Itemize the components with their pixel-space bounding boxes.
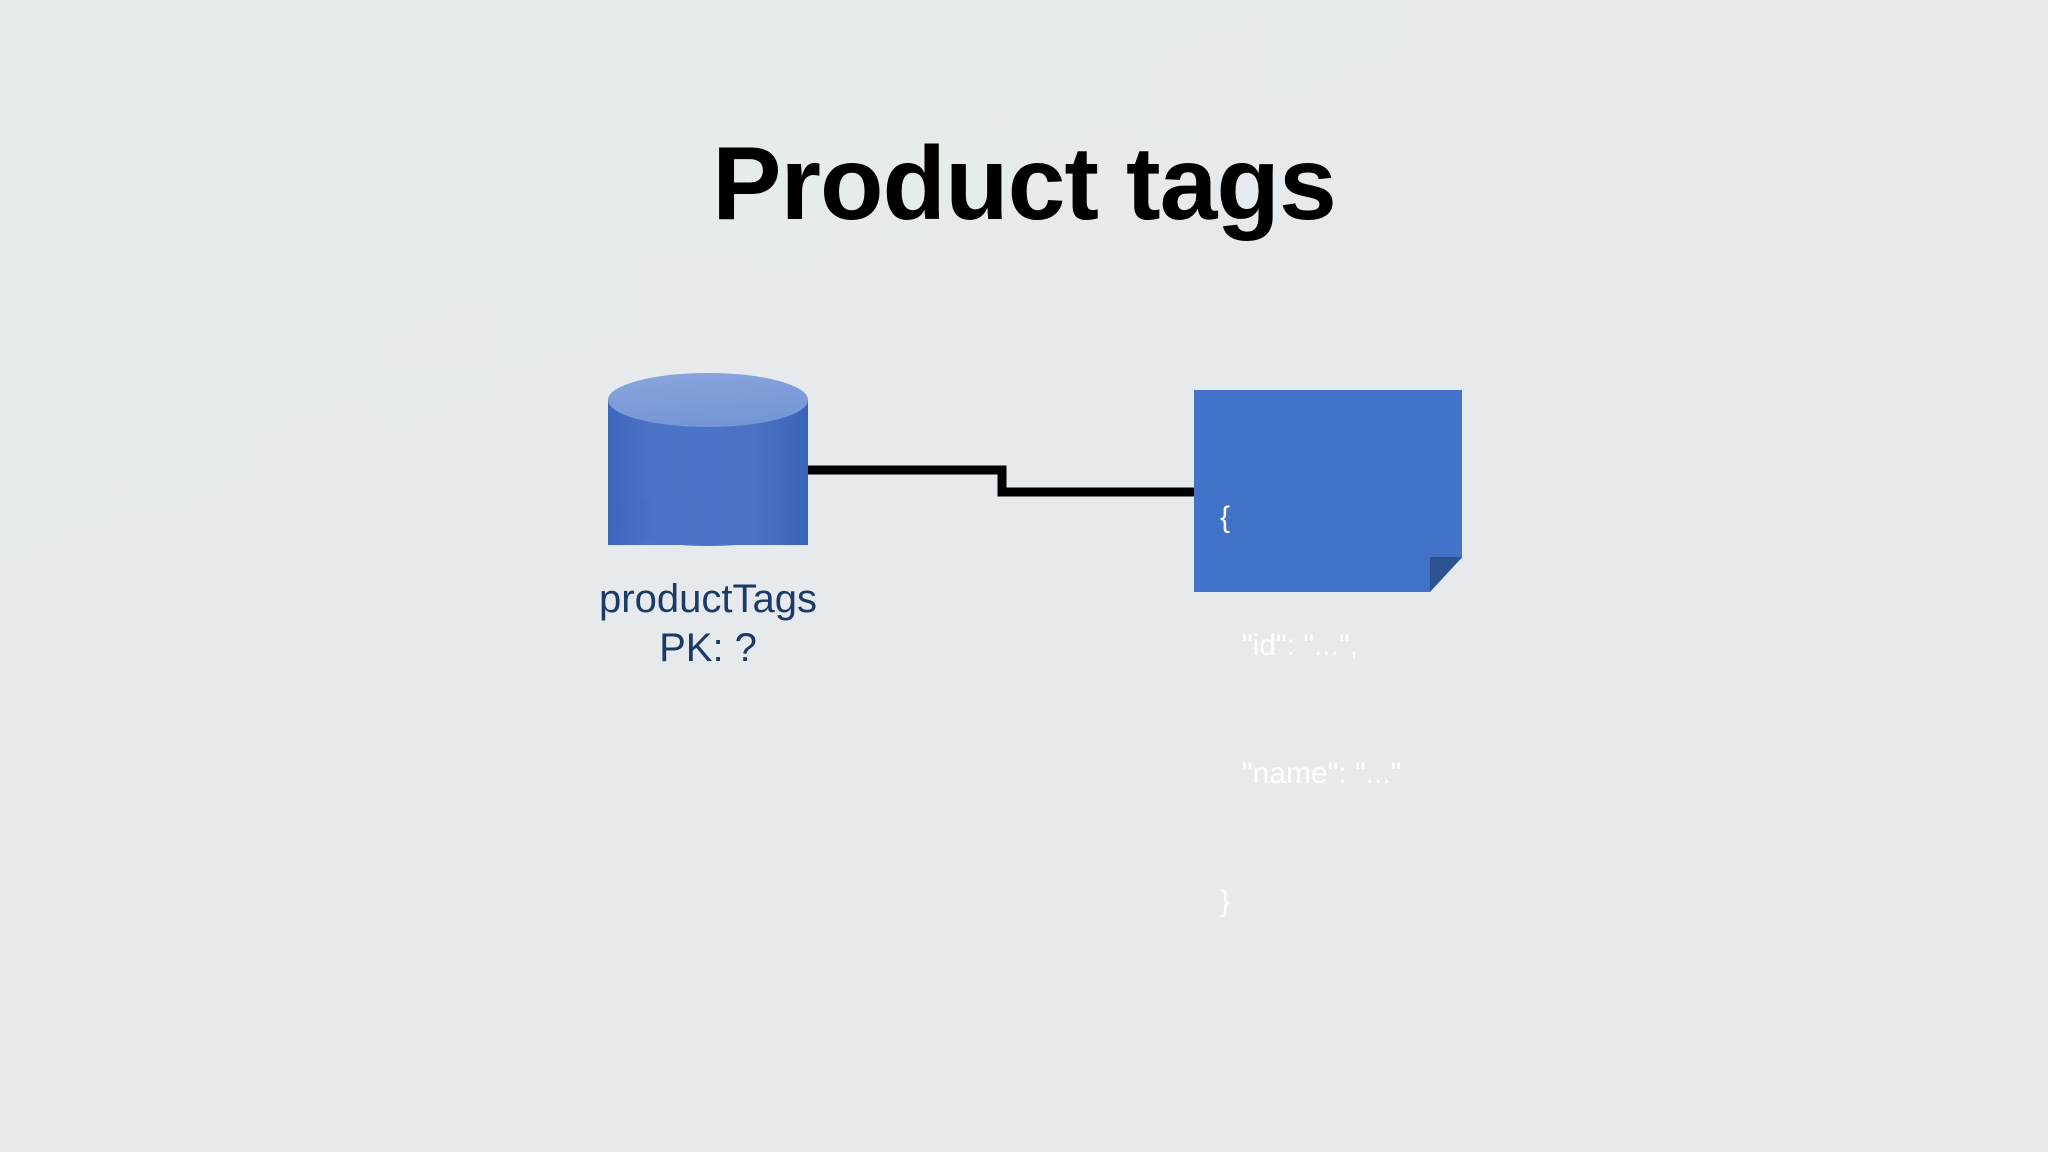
collection-name: productTags	[599, 577, 817, 621]
json-line-name: "name": "..."	[1242, 756, 1402, 790]
cylinder-top-ellipse	[608, 373, 808, 427]
node-product-tags-collection[interactable]: productTags PK: ?	[599, 365, 817, 705]
cylinder-bottom-ellipse	[608, 492, 808, 546]
node-json-document[interactable]: { "id": "...", "name": "..." }	[1194, 390, 1462, 918]
document-json-body: { "id": "...", "name": "..." }	[1220, 412, 1401, 1008]
json-line-open-brace: {	[1220, 501, 1231, 535]
cylinder-icon	[608, 373, 808, 571]
collection-label-group: productTags PK: ?	[540, 575, 876, 673]
document-fold-corner-icon	[1430, 557, 1462, 592]
page-title: Product tags	[712, 125, 1337, 242]
json-line-id: "id": "...",	[1242, 628, 1358, 662]
json-line-close-brace: }	[1220, 884, 1231, 918]
document-card-shape	[1194, 390, 1462, 592]
collection-partition-key: PK: ?	[659, 625, 757, 670]
